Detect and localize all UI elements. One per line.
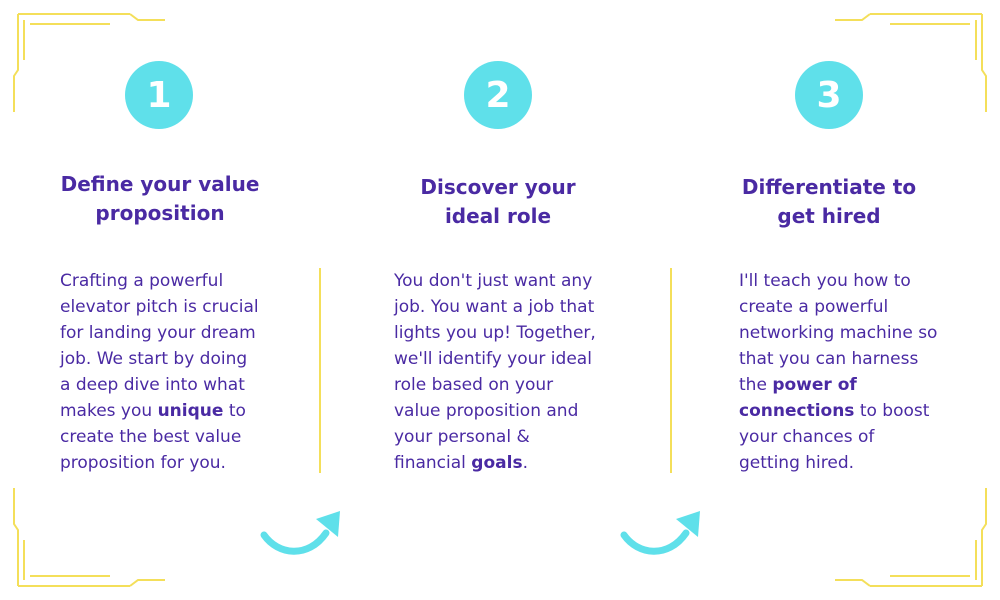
step-1-description: Crafting a powerful elevator pitch is cr… xyxy=(60,271,259,473)
highlight-unique: unique xyxy=(157,401,224,421)
highlight-power-of: power of xyxy=(772,375,857,395)
step-3-description: I'll teach you how to create a powerful … xyxy=(739,271,938,473)
curved-arrow-icon xyxy=(260,511,340,555)
column-divider-2 xyxy=(670,268,672,473)
step-3-number-badge: 3 xyxy=(795,61,863,129)
frame-corner-bottom-right xyxy=(835,488,987,587)
highlight-goals: goals xyxy=(471,453,523,473)
column-divider-1 xyxy=(319,268,321,473)
step-2-title: Discover your ideal role xyxy=(420,175,576,228)
step-1-title: Define your value proposition xyxy=(60,172,260,225)
highlight-connections: connections xyxy=(739,401,855,421)
step-1-number-badge: 1 xyxy=(125,61,193,129)
step-2-number-badge: 2 xyxy=(464,61,532,129)
step-3-title: Differentiate to get hired xyxy=(741,175,917,228)
frame-corner-bottom-left xyxy=(13,488,165,587)
step-2-description: You don't just want any job. You want a … xyxy=(394,271,596,473)
frame-corner-top-left xyxy=(13,13,165,112)
frame-corner-top-right xyxy=(835,13,987,112)
curved-arrow-icon xyxy=(620,511,700,555)
